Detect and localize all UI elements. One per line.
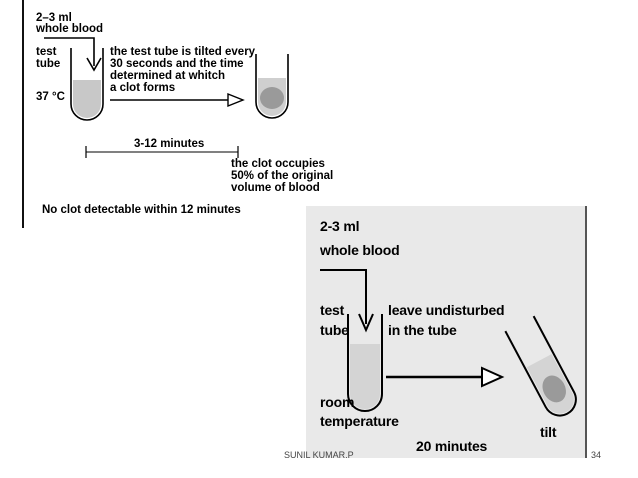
pour-arrow-1: [44, 37, 95, 66]
footer-author: SUNIL KUMAR.P: [284, 450, 354, 460]
temperature-label-2: temperature: [320, 413, 399, 429]
test-tube-2: [255, 54, 289, 119]
description-line-3: determined at whitch: [110, 70, 226, 82]
tilt-label: tilt: [540, 424, 557, 440]
test-tube-3: [347, 314, 383, 412]
panel1-graphics: [44, 37, 289, 158]
blood-label: whole blood: [36, 23, 104, 35]
clot-line-1: the clot occupies: [231, 158, 325, 170]
leave-line-1: leave undisturbed: [388, 302, 505, 318]
duration-label-2: 20 minutes: [416, 438, 488, 454]
diagram-panel-room-temp: 2-3 ml whole blood test tube leave undis…: [306, 206, 587, 458]
volume-label-2: 2-3 ml: [320, 218, 360, 234]
blood-label-2: whole blood: [320, 242, 400, 258]
tube-label-2: tube: [320, 322, 349, 338]
clot-line-3: volume of blood: [231, 182, 320, 194]
clot-2: [542, 375, 566, 403]
tilted-tube: [504, 315, 577, 417]
leave-line-2: in the tube: [388, 322, 457, 338]
tube-label: tube: [36, 58, 61, 70]
panel2-graphics: [320, 269, 577, 417]
description-line-1: the test tube is tilted every: [110, 46, 256, 58]
pour-arrow-2: [320, 269, 367, 324]
test-label: test: [36, 46, 57, 58]
temperature-label: 37 °C: [36, 91, 65, 103]
duration-label: 3-12 minutes: [134, 138, 205, 150]
description-line-4: a clot forms: [110, 82, 176, 94]
blood-fill-1: [73, 80, 101, 118]
no-clot-note: No clot detectable within 12 minutes: [42, 204, 241, 216]
page-number: 34: [591, 450, 602, 460]
clot-line-2: 50% of the original: [231, 170, 334, 182]
pour-arrowhead-2: [358, 313, 374, 333]
test-tube-4: [504, 315, 577, 417]
test-tube-1: [70, 48, 104, 121]
clot-1: [260, 87, 284, 109]
room-label: room: [320, 394, 355, 410]
volume-label: 2–3 ml: [36, 12, 72, 24]
blood-fill-3: [350, 344, 380, 409]
tilt-arrowhead-1: [227, 92, 245, 108]
test-label-2: test: [320, 302, 345, 318]
description-line-2: 30 seconds and the time: [110, 58, 244, 70]
tilt-arrowhead-2: [481, 366, 505, 388]
pour-arrowhead-1: [86, 57, 102, 72]
diagram-panel-37c: 2–3 ml whole blood test tube 37 °C the t…: [22, 0, 333, 228]
